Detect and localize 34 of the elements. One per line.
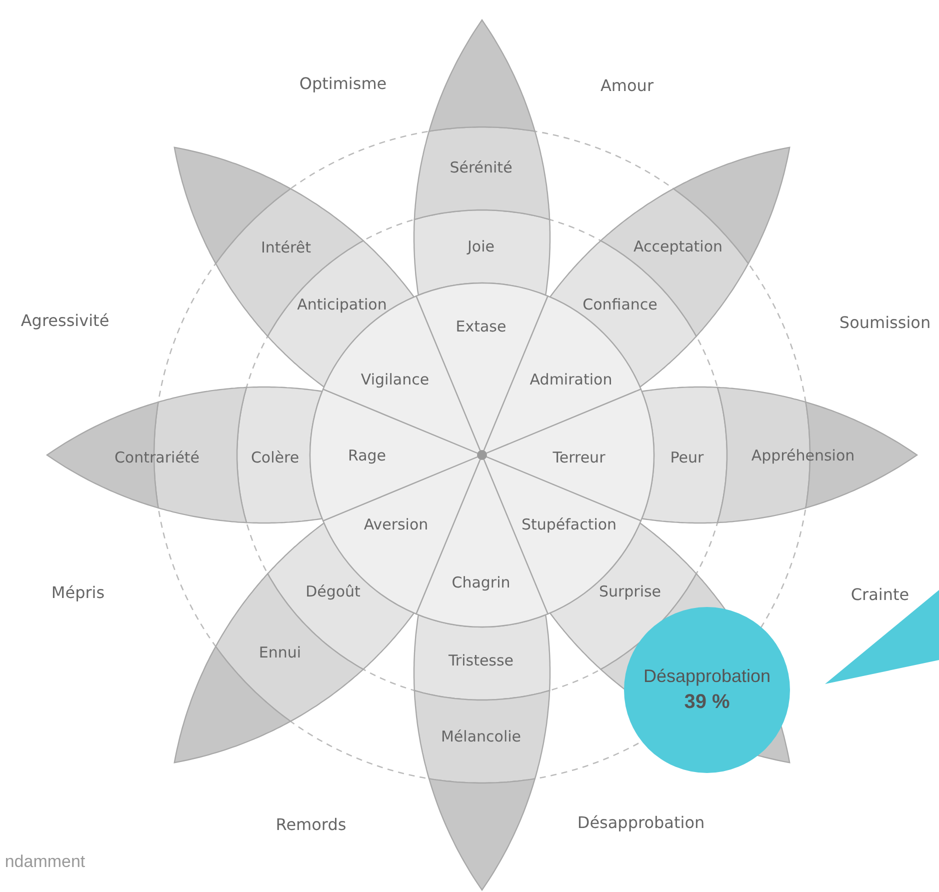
emotion-label: Contrariété <box>114 449 200 467</box>
dyad-label: Mépris <box>51 584 105 602</box>
emotion-label: Dégoût <box>306 583 360 601</box>
dyad-label: Remords <box>276 816 346 834</box>
emotion-label: Chagrin <box>452 574 510 592</box>
dyad-label: Optimisme <box>299 74 387 94</box>
emotion-label: Joie <box>468 238 494 256</box>
dyad-label: Crainte <box>850 586 910 604</box>
emotion-label: Terreur <box>552 449 606 467</box>
emotion-label: Tristesse <box>448 652 514 670</box>
emotion-label: Rage <box>348 447 386 465</box>
emotion-label: Extase <box>456 318 506 336</box>
emotion-label: Intérêt <box>261 239 311 257</box>
emotion-label: Colère <box>250 449 300 467</box>
emotion-label: Aversion <box>364 516 428 534</box>
footnote-text: ndamment <box>4 852 86 872</box>
emotion-label: Stupéfaction <box>521 516 617 534</box>
emotion-label: Admiration <box>530 371 612 389</box>
emotion-label: Sérénité <box>450 159 512 177</box>
dyad-label: Agressivité <box>20 312 110 330</box>
percentage-value: 39 % <box>684 690 730 715</box>
emotion-label: Peur <box>670 449 704 467</box>
emotion-label: Surprise <box>598 583 662 601</box>
emotion-label: Anticipation <box>297 296 387 314</box>
emotion-label: Appréhension <box>751 447 855 465</box>
dyad-label: Désapprobation <box>577 814 705 832</box>
emotion-label: Confiance <box>582 296 658 314</box>
emotion-label: Mélancolie <box>440 728 522 746</box>
emotion-label: Acceptation <box>633 238 723 256</box>
emotion-label: Ennui <box>258 644 302 662</box>
emotion-label: Vigilance <box>360 371 430 389</box>
dyad-label: Amour <box>600 76 654 96</box>
callout-text: Désapprobation <box>643 665 771 688</box>
dyad-label: Soumission <box>839 314 931 332</box>
